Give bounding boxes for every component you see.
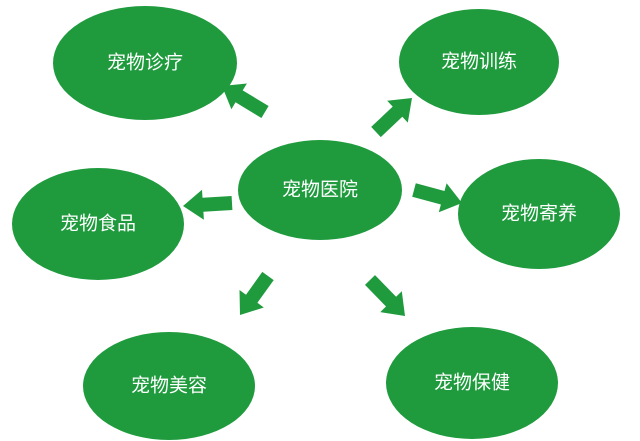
- node-food: 宠物食品: [12, 168, 184, 280]
- arrow-hospital-to-food: [183, 189, 233, 220]
- node-healthcare-label: 宠物保健: [434, 372, 510, 394]
- node-boarding-label: 宠物寄养: [501, 203, 577, 225]
- arrow-hospital-to-boarding: [412, 183, 462, 213]
- node-boarding: 宠物寄养: [458, 159, 620, 269]
- node-healthcare-shape: [386, 327, 558, 439]
- node-training-shape: [399, 9, 559, 115]
- node-training: 宠物训练: [399, 9, 559, 115]
- node-hospital-shape: [238, 140, 402, 240]
- node-treatment-label: 宠物诊疗: [107, 52, 183, 74]
- arrow-hospital-to-treatment: [222, 83, 269, 118]
- node-healthcare: 宠物保健: [386, 327, 558, 439]
- arrow-hospital-to-healthcare: [365, 275, 405, 316]
- arrows-layer: [183, 83, 462, 316]
- node-training-label: 宠物训练: [441, 51, 517, 73]
- node-boarding-shape: [458, 159, 620, 269]
- arrow-hospital-to-training: [371, 98, 412, 138]
- node-grooming-shape: [83, 332, 255, 440]
- node-hospital-label: 宠物医院: [282, 179, 358, 201]
- arrow-hospital-to-grooming: [239, 271, 274, 315]
- node-food-shape: [12, 168, 184, 280]
- node-hospital: 宠物医院: [238, 140, 402, 240]
- node-grooming-label: 宠物美容: [131, 375, 207, 397]
- node-treatment-shape: [53, 6, 237, 120]
- node-treatment: 宠物诊疗: [53, 6, 237, 120]
- node-food-label: 宠物食品: [60, 213, 136, 235]
- node-grooming: 宠物美容: [83, 332, 255, 440]
